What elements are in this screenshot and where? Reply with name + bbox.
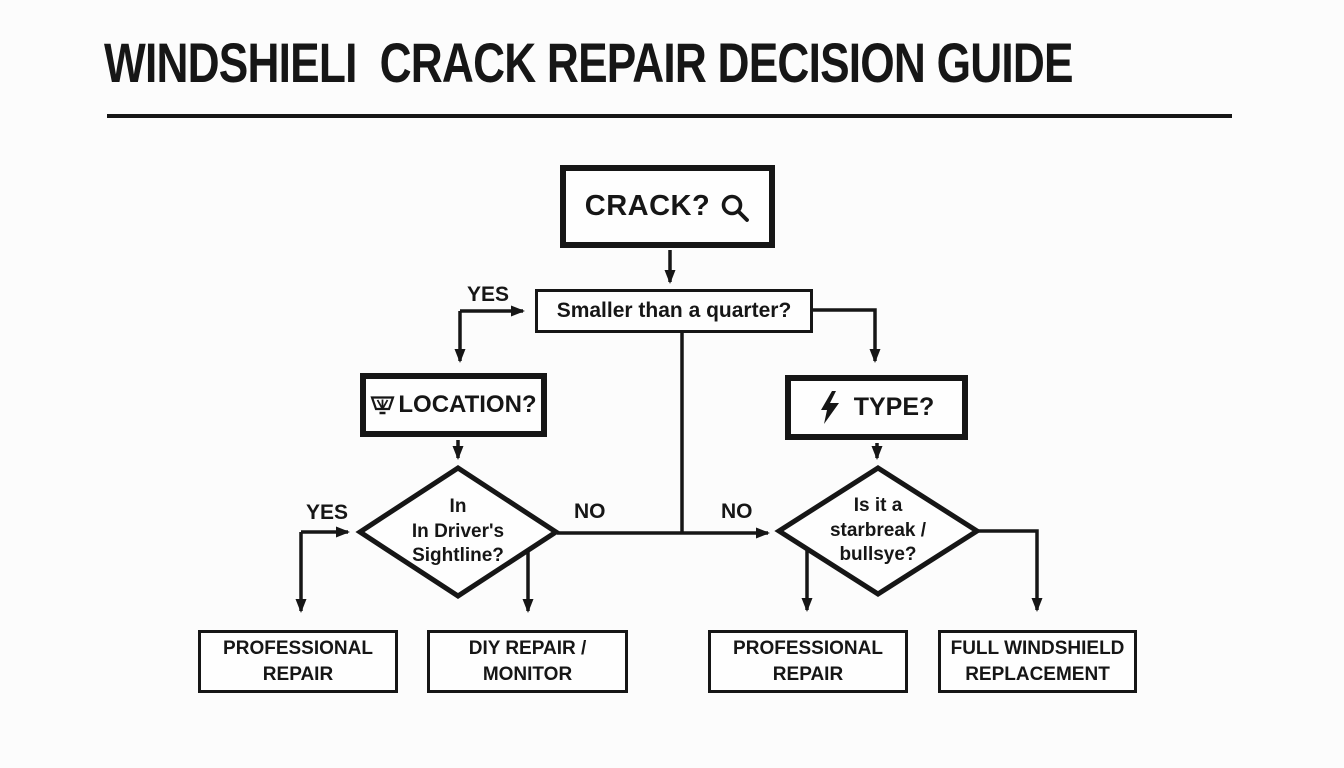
outcome-line: FULL WINDSHIELD: [950, 637, 1125, 659]
edge-label-yes-left: YES: [306, 501, 349, 524]
start-node-label: CRACK?: [584, 189, 711, 222]
decision-break-line3: bullsye?: [839, 544, 917, 566]
windshield-wiper-icon: [370, 396, 395, 415]
decision-break-text: Is it a starbreak / bullsye?: [788, 492, 968, 570]
outcome-line: PROFESSIONAL: [223, 637, 373, 659]
page-title: WINDSHIELI CRACK REPAIR DECISION GUIDE: [104, 31, 1074, 94]
decision-sightline-line3: Sightline?: [412, 545, 504, 567]
edge-break-to-replacement: [977, 529, 1043, 612]
question-location-label: LOCATION?: [398, 391, 537, 419]
question-node-type: TYPE?: [785, 375, 968, 440]
edge-label-no-right: NO: [721, 500, 753, 523]
outcome-line: DIY REPAIR /: [468, 637, 587, 659]
outcome-line: PROFESSIONAL: [733, 637, 883, 659]
start-node-crack: CRACK?: [560, 165, 775, 248]
decision-sightline-line2: In Driver's: [411, 520, 505, 542]
decision-diamond-sightline: [355, 465, 561, 599]
decision-sightline-line1: In: [449, 495, 467, 517]
question-node-size: Smaller than a quarter?: [535, 289, 813, 333]
edge-no-to-type: [813, 308, 881, 363]
outcome-professional-repair-right: PROFESSIONAL REPAIR: [708, 630, 908, 693]
edge-label-no-left: NO: [574, 500, 606, 523]
outcome-full-windshield-replacement: FULL WINDSHIELD REPLACEMENT: [938, 630, 1137, 693]
outcome-professional-repair-left: PROFESSIONAL REPAIR: [198, 630, 398, 693]
outcome-line: REPAIR: [772, 663, 844, 685]
decision-break-line2: starbreak /: [829, 519, 927, 541]
lightning-bolt-icon: [820, 391, 839, 424]
decision-diamond-break: [774, 465, 982, 597]
outcome-line: MONITOR: [482, 663, 573, 685]
question-type-label: TYPE?: [853, 393, 935, 422]
outcome-line: REPAIR: [262, 663, 334, 685]
decision-sightline-text: In In Driver's Sightline?: [368, 493, 548, 571]
edge-label-yes-top: YES: [467, 283, 510, 306]
magnifier-icon: [721, 194, 750, 222]
question-size-label: Smaller than a quarter?: [556, 299, 792, 323]
outcome-line: REPLACEMENT: [965, 663, 1110, 685]
outcome-diy-repair-monitor: DIY REPAIR / MONITOR: [427, 630, 628, 693]
decision-break-line1: Is it a: [853, 494, 903, 516]
question-node-location: LOCATION?: [360, 373, 547, 437]
title-underline: [107, 114, 1232, 118]
